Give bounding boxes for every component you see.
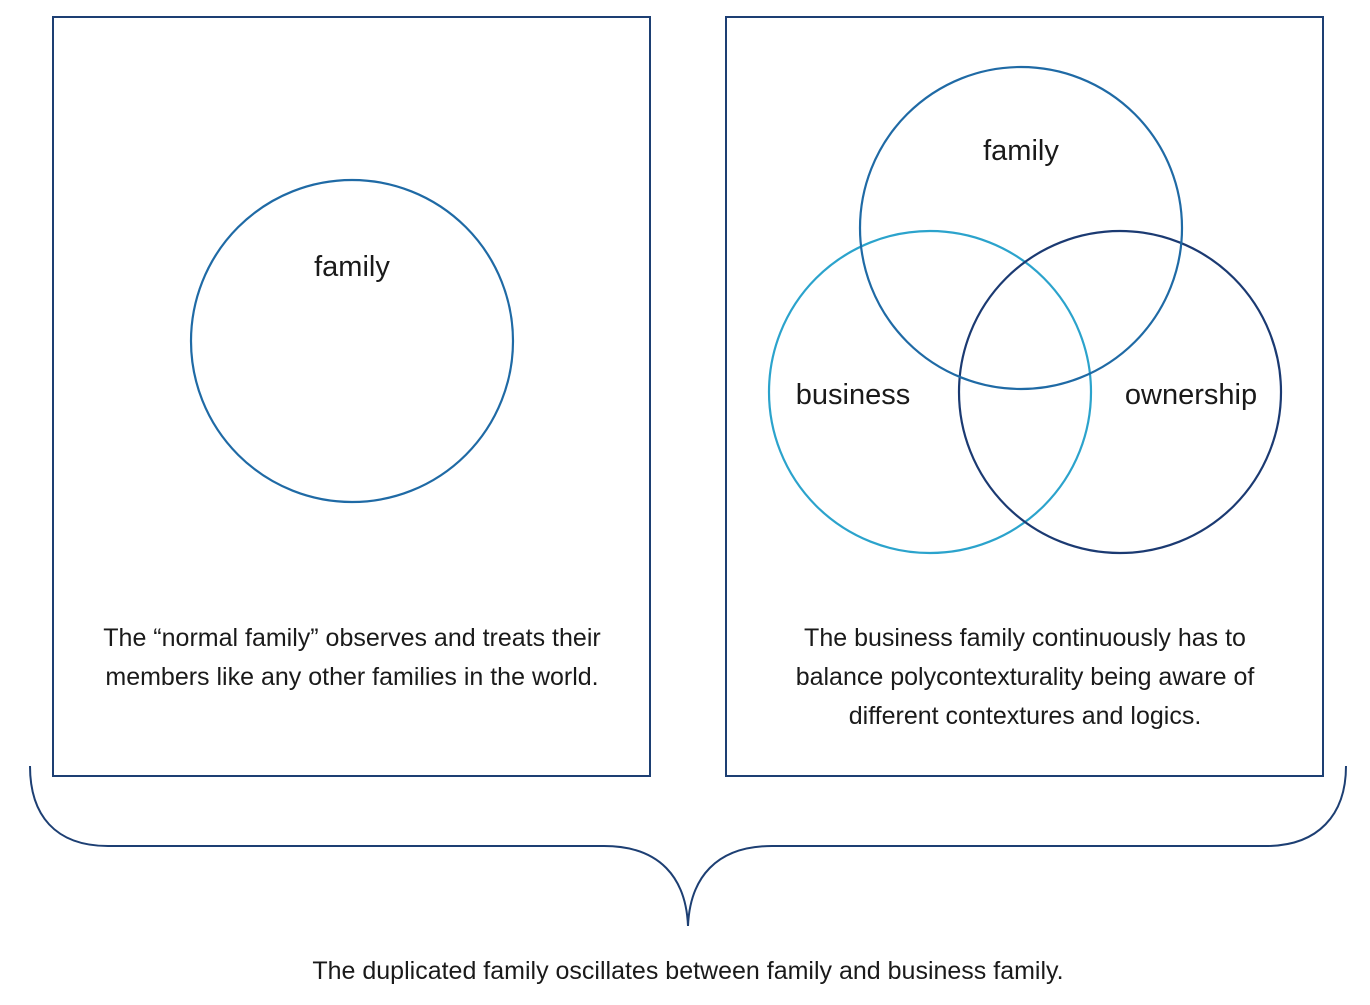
venn-family-label: family [983,135,1059,167]
bottom-caption: The duplicated family oscillates between… [312,957,1064,985]
right-panel-caption: The business family continuously has to … [740,619,1310,736]
family-circle-single-label: family [314,251,390,283]
business-circle [767,229,1093,555]
curly-brace [29,765,1347,927]
family-circle-venn [858,65,1184,391]
right-caption-line-3: different contextures and logics. [848,702,1202,730]
venn-business-label: business [796,379,910,411]
left-caption-line-1: The “normal family” observes and treats … [103,624,601,652]
right-caption-line-1: The business family continuously has to [804,624,1246,652]
ownership-circle [957,229,1283,555]
left-panel-caption: The “normal family” observes and treats … [60,619,644,697]
right-caption-line-2: balance polycontexturality being aware o… [795,663,1255,691]
left-caption-line-2: members like any other families in the w… [105,663,599,691]
family-circle-single [189,178,515,504]
right-panel-frame [725,16,1324,777]
left-panel-frame [52,16,651,777]
venn-ownership-label: ownership [1125,379,1257,411]
